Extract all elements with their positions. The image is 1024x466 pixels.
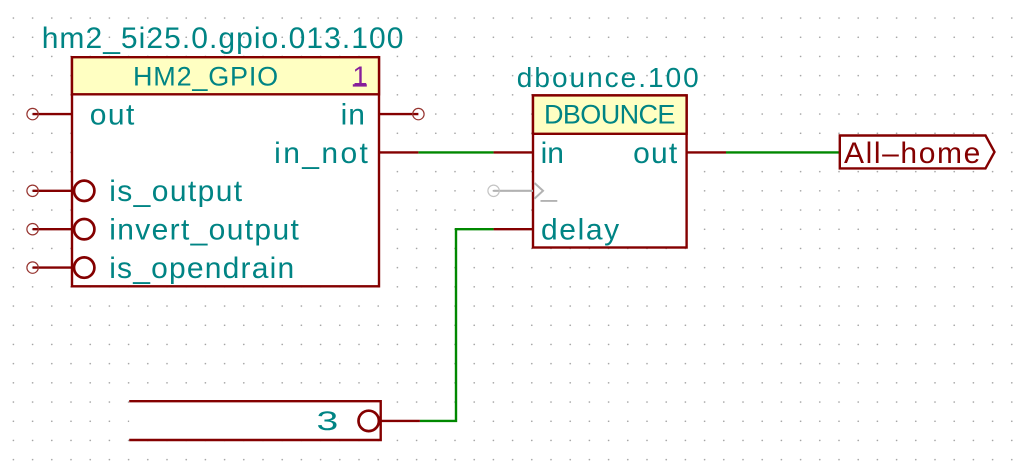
svg-text:All–home: All–home [844, 137, 982, 170]
svg-text:invert_output: invert_output [109, 214, 300, 247]
svg-text:out: out [90, 99, 136, 132]
svg-text:is_opendrain: is_opendrain [109, 252, 295, 285]
svg-text:in: in [341, 99, 366, 132]
svg-text:is_output: is_output [109, 175, 243, 208]
svg-text:in_not: in_not [274, 137, 370, 170]
svg-text:in: in [541, 137, 564, 170]
svg-text:HM2_GPIO: HM2_GPIO [133, 61, 279, 91]
svg-text:delay: delay [541, 214, 621, 247]
svg-text:hm2_5i25.0.gpio.013.100: hm2_5i25.0.gpio.013.100 [42, 22, 405, 55]
svg-text:DBOUNCE: DBOUNCE [544, 100, 675, 130]
svg-text:1: 1 [352, 61, 367, 91]
svg-text:out: out [633, 137, 678, 170]
svg-text:dbounce.100: dbounce.100 [517, 62, 701, 93]
svg-text:3: 3 [317, 407, 339, 437]
